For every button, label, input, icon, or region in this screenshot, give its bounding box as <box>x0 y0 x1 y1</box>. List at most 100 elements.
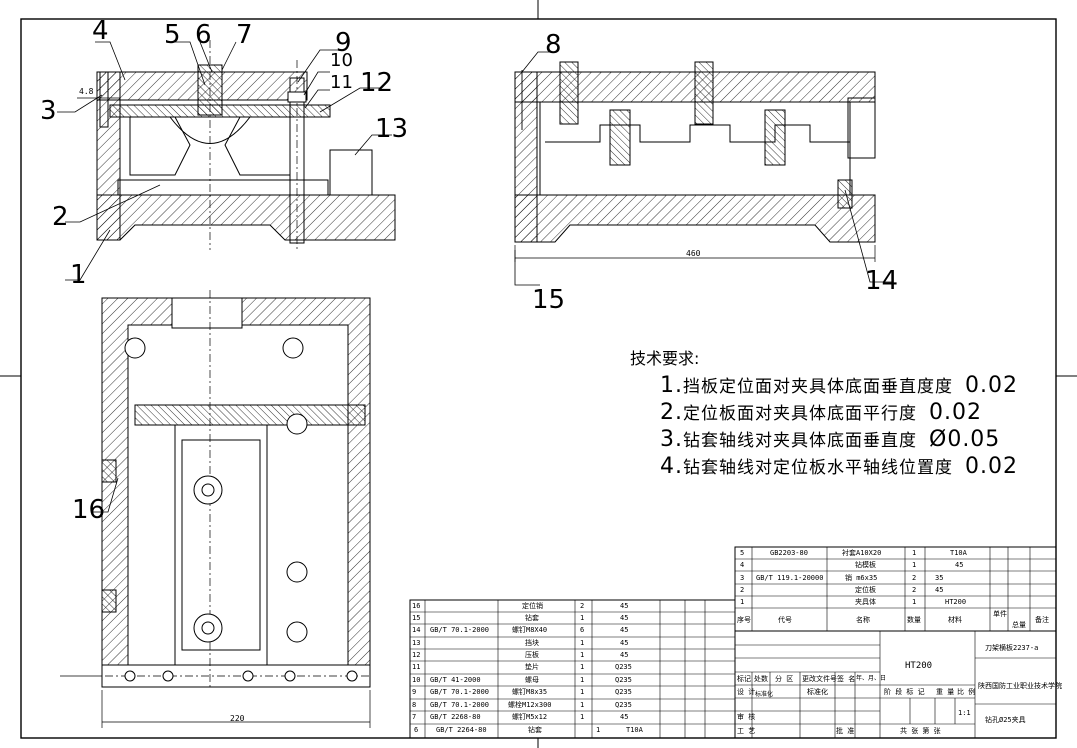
tech-req-value: 0.02 <box>929 400 982 425</box>
title-stage-2: 重 量 <box>936 688 955 696</box>
bom-mat: 45 <box>955 561 964 569</box>
bom-no: 15 <box>412 614 421 622</box>
bom-qty: 1 <box>580 663 585 671</box>
bom-qty: 1 <box>580 614 585 622</box>
tech-req-num: 3. <box>660 427 683 452</box>
bom-header-note: 备注 <box>1035 616 1049 624</box>
tech-req-3: 3.钻套轴线对夹具体底面垂直度 Ø0.05 <box>660 427 1018 454</box>
bom-qty: 6 <box>580 626 585 634</box>
title-stage-1: 阶 段 标 记 <box>884 688 925 696</box>
tech-req-num: 4. <box>660 454 683 479</box>
bom-qty: 1 <box>580 701 585 709</box>
bom-code: GB/T 2264-80 <box>436 726 487 734</box>
bom-mat: 45 <box>620 713 629 721</box>
tech-req-value: 0.02 <box>965 373 1018 398</box>
title-school: 陕西国防工业职业技术学院 <box>978 682 1062 690</box>
title-sign-3: 分 区 <box>775 675 794 683</box>
title-material: HT200 <box>905 661 933 671</box>
title-standard-2: 标准化 <box>807 688 828 696</box>
part-label-14: 14 <box>865 266 899 296</box>
bom-qty: 1 <box>596 726 601 734</box>
bom-mat: HT200 <box>945 598 967 606</box>
bom-mat: Q235 <box>615 663 632 671</box>
bom-name: 销 m6x35 <box>845 574 878 582</box>
title-sign-5: 签 名 <box>837 675 856 683</box>
bom-name: 螺栓M12x300 <box>508 701 552 709</box>
tech-req-text: 钻套轴线对夹具体底面垂直度 <box>683 431 917 451</box>
bom-qty: 2 <box>580 602 585 610</box>
part-label-10: 10 <box>330 50 353 71</box>
bom-mat: 45 <box>620 626 629 634</box>
bom-mat: Q235 <box>615 688 632 696</box>
part-label-7: 7 <box>236 20 253 50</box>
part-label-5: 5 <box>164 20 181 50</box>
tech-req-num: 1. <box>660 373 683 398</box>
dimension-460: 460 <box>686 249 701 258</box>
tech-req-text: 挡板定位面对夹具体底面垂直度度 <box>683 377 953 397</box>
tech-req-num: 2. <box>660 400 683 425</box>
tech-req-value: 0.02 <box>965 454 1018 479</box>
title-scale: 1:1 <box>958 709 971 717</box>
bom-header-mat: 材料 <box>948 616 962 624</box>
tech-req-text: 定位板面对夹具体底面平行度 <box>683 404 917 424</box>
bom-no: 3 <box>740 574 745 582</box>
bom-name: 挡块 <box>525 639 539 647</box>
bom-qty: 2 <box>912 586 917 594</box>
part-label-16: 16 <box>72 495 106 525</box>
part-label-9: 9 <box>335 28 352 58</box>
bom-no: 16 <box>412 602 421 610</box>
tech-req-value: Ø0.05 <box>929 427 1001 452</box>
tech-req-text: 钻套轴线对定位板水平轴线位置度 <box>683 458 953 478</box>
bom-qty: 1 <box>580 713 585 721</box>
bom-header-single: 单件 <box>993 610 1007 618</box>
title-approve: 批 准 <box>836 727 855 735</box>
bom-mat: 45 <box>935 586 944 594</box>
title-review: 审 核 <box>737 713 756 721</box>
bom-header-qty: 数量 <box>907 616 921 624</box>
part-label-4: 4 <box>92 16 109 46</box>
bom-mat: Q235 <box>615 676 632 684</box>
bom-name: 螺钉M8X40 <box>512 626 548 634</box>
side-section-view <box>514 51 893 286</box>
bom-no: 2 <box>740 586 745 594</box>
bom-no: 6 <box>414 726 419 734</box>
bom-qty: 2 <box>912 574 917 582</box>
bom-mat: T10A <box>626 726 643 734</box>
bom-name: 定位板 <box>855 586 876 594</box>
bom-code: GB/T 70.1-2000 <box>430 688 490 696</box>
front-section-view <box>57 40 396 281</box>
bom-no: 12 <box>412 651 421 659</box>
technical-requirements: 技术要求: 1.挡板定位面对夹具体底面垂直度度 0.02 2.定位板面对夹具体底面… <box>630 345 1018 481</box>
bom-name: 定位销 <box>522 602 543 610</box>
bom-name: 钻套 <box>528 726 542 734</box>
bom-qty: 1 <box>580 688 585 696</box>
bom-header-code: 代号 <box>778 616 792 624</box>
title-standard-1: 标准化 <box>755 691 774 698</box>
bom-no: 9 <box>412 688 417 696</box>
bom-code: GB2203-80 <box>770 549 808 557</box>
part-label-15: 15 <box>532 285 566 315</box>
dimension-220: 220 <box>230 714 245 723</box>
bom-code: GB/T 119.1-20000 <box>756 574 824 582</box>
bom-no: 13 <box>412 639 421 647</box>
plan-view <box>60 290 371 728</box>
bom-name: 压板 <box>525 651 539 659</box>
part-label-2: 2 <box>52 202 69 232</box>
bom-no: 4 <box>740 561 745 569</box>
title-designer: 设 计 <box>737 688 756 696</box>
bom-name: 夹具体 <box>855 598 876 606</box>
part-label-1: 1 <box>70 260 87 290</box>
bom-mat: 45 <box>620 639 629 647</box>
bom-header-total: 总量 <box>1012 621 1026 629</box>
tech-req-1: 1.挡板定位面对夹具体底面垂直度度 0.02 <box>660 373 1018 400</box>
bom-no: 10 <box>412 676 421 684</box>
tech-title: 技术要求: <box>630 349 700 368</box>
bom-mat: 45 <box>620 651 629 659</box>
bom-no: 8 <box>412 701 417 709</box>
bom-mat: 45 <box>620 614 629 622</box>
bom-qty: 1 <box>912 598 917 606</box>
title-craft: 工 艺 <box>737 727 756 735</box>
bom-qty: 1 <box>580 651 585 659</box>
title-sign-4: 更改文件号 <box>802 675 837 683</box>
